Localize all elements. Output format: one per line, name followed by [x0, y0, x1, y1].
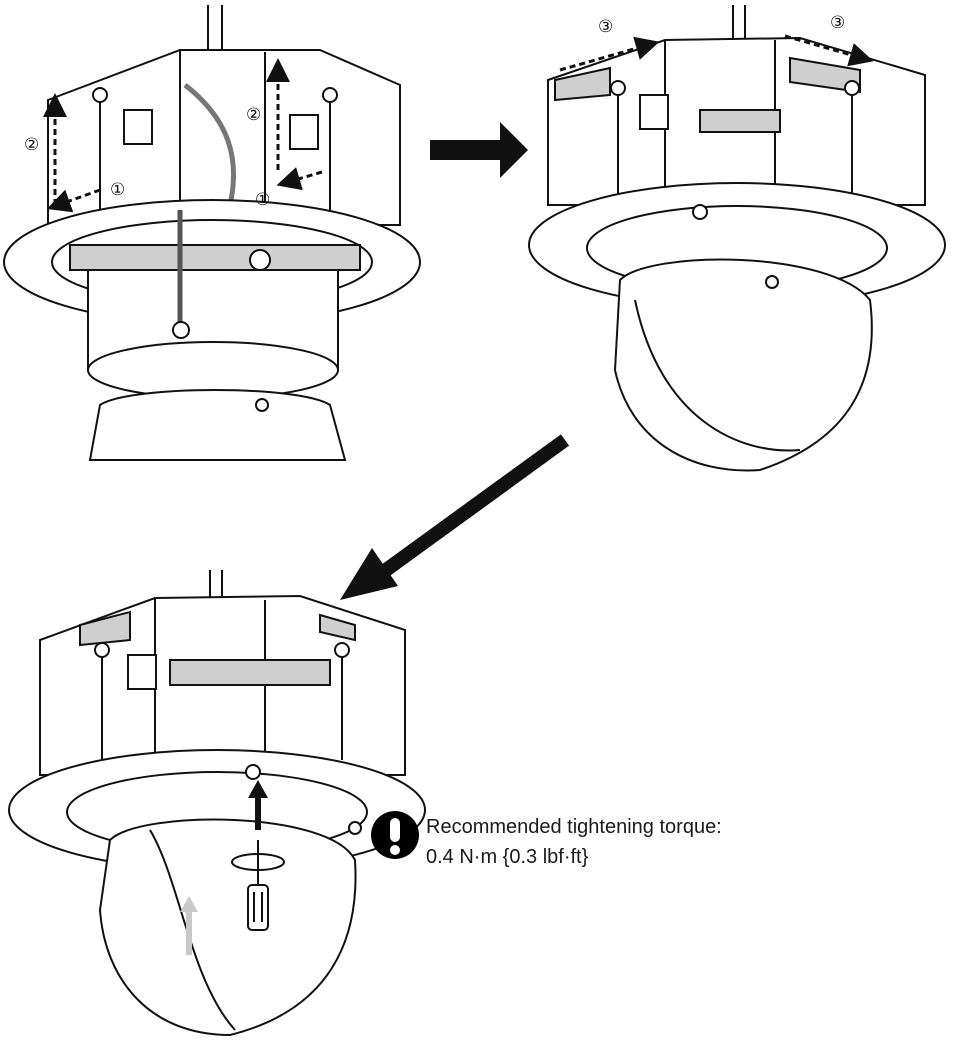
- step-mark-2-right: ②: [246, 105, 261, 125]
- panel-step-2: [528, 5, 946, 472]
- step-mark-3-left: ③: [598, 17, 613, 37]
- step-mark-1-right: ①: [255, 190, 270, 210]
- next-arrow-diagonal: [340, 434, 570, 600]
- panel-step-3: [8, 570, 426, 1037]
- torque-note: Recommended tightening torque: 0.4 N·m {…: [370, 808, 830, 878]
- panel-2-arrows: [559, 34, 874, 72]
- panel-1-arrows: [43, 58, 323, 213]
- torque-note-line-1: Recommended tightening torque:: [426, 816, 722, 838]
- step-mark-2-left: ②: [24, 135, 39, 155]
- step-mark-3-right: ③: [830, 13, 845, 33]
- torque-note-line-2: 0.4 N·m {0.3 lbf·ft}: [426, 846, 589, 868]
- panel-3-arrows: [180, 780, 268, 955]
- next-arrow-right: [430, 122, 528, 178]
- exclamation-circle-icon: [371, 811, 419, 859]
- step-mark-1-left: ①: [110, 180, 125, 200]
- panel-step-1: [3, 5, 421, 461]
